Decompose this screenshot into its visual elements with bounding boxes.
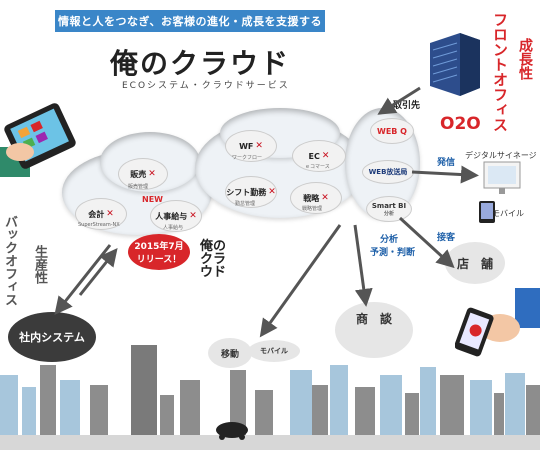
analysis-label: 分析 (380, 235, 399, 245)
phone-hand-icon (455, 288, 540, 357)
x-mark-icon: ✕ (148, 169, 156, 179)
page-subtitle: ECOシステム・クラウドサービス (122, 81, 290, 91)
service-sales-sub: 販売管理 (128, 184, 149, 190)
service-sales[interactable]: 販売✕ (118, 158, 168, 190)
digital-signage-label: デジタルサイネージ (465, 151, 537, 160)
service-accounting-name: 会計 (88, 209, 105, 219)
brand-logo: 俺のクラウド (200, 239, 227, 280)
service-shift[interactable]: シフト勤務✕ (225, 176, 277, 208)
store-bubble[interactable]: 店 舗 (445, 242, 505, 284)
service-ec[interactable]: EC✕ (292, 140, 346, 172)
service-accounting-label: 会計✕ (88, 209, 114, 220)
negotiation-bubble[interactable]: 商 談 (335, 302, 413, 358)
page-title: 俺のクラウド (110, 47, 291, 80)
service-ec-sub: ｅコマース (305, 164, 330, 170)
service-workflow[interactable]: WF✕ (225, 130, 277, 162)
smart-bi-sub: 分析 (383, 210, 394, 217)
service-web-q[interactable]: WEB Q (370, 118, 414, 144)
productivity-label: 生産性 (32, 245, 47, 284)
service-sales-name: 販売 (130, 169, 147, 179)
service-sales-label: 販売✕ (130, 169, 156, 180)
service-workflow-sub: ワークフロー (232, 155, 263, 161)
service-strategy-label: 戦略✕ (303, 193, 329, 204)
service-shift-label: シフト勤務✕ (226, 187, 276, 198)
service-shift-name: シフト勤務 (226, 187, 267, 197)
broadcast-label: 発信 (437, 158, 456, 168)
back-office-label: バックオフィス (2, 215, 17, 306)
tagline-banner: 情報と人をつなぎ、お客様の進化・成長を支援する (55, 10, 325, 32)
o2o-label: O2O (440, 114, 481, 134)
x-mark-icon: ✕ (106, 209, 114, 219)
service-strategy-name: 戦略 (303, 193, 320, 203)
tablet-hand-icon (0, 103, 76, 177)
release-text: リリース！ (136, 255, 182, 265)
service-hr-sub: 人事給与 (163, 225, 184, 231)
trading-partner-label: 取引先 (393, 101, 421, 111)
service-ec-name: EC (308, 151, 320, 161)
city-skyline (0, 345, 540, 450)
service-hr-name: 人事給与 (155, 211, 188, 221)
service-strategy-sub: 戦略管理 (302, 206, 323, 212)
service-strategy[interactable]: 戦略✕ (290, 182, 342, 214)
customer-service-label: 接客 (437, 233, 456, 243)
service-workflow-name: WF (239, 141, 254, 151)
smart-bi-label: Smart BI (371, 201, 407, 210)
growth-label: 成長性 (517, 38, 533, 80)
service-workflow-label: WF✕ (239, 141, 263, 151)
service-shift-sub: 勤怠管理 (235, 201, 256, 207)
service-hr[interactable]: 人事給与✕ (150, 200, 202, 232)
internal-system-bubble[interactable]: 社内システム (8, 312, 96, 362)
x-mark-icon: ✕ (321, 193, 329, 203)
smartphone-icon (479, 201, 495, 223)
signage-icon (483, 161, 521, 194)
service-ec-label: EC✕ (309, 151, 330, 161)
service-accounting-sub: SuperStream-NX (78, 222, 120, 228)
service-accounting[interactable]: 会計✕ (75, 198, 127, 230)
service-hr-label: 人事給与✕ (155, 211, 197, 222)
x-mark-icon: ✕ (321, 151, 330, 161)
moving-bubble[interactable]: 移動 (208, 338, 252, 368)
service-web-ad[interactable]: WEB放送局 (362, 160, 414, 184)
mobile-bubble[interactable]: モバイル (248, 340, 300, 362)
release-badge: 2015年7月 リリース！ (128, 234, 190, 270)
front-office-label: フロントオフィス (491, 12, 509, 132)
release-date: 2015年7月 (134, 242, 184, 252)
x-mark-icon: ✕ (255, 141, 263, 151)
service-smart-bi[interactable]: Smart BI 分析 (366, 196, 412, 222)
x-mark-icon: ✕ (268, 187, 276, 197)
prediction-label: 予測・判断 (370, 248, 416, 258)
new-badge: NEW (142, 195, 163, 204)
mobile-label: モバイル (492, 209, 524, 218)
x-mark-icon: ✕ (189, 211, 197, 221)
office-building-icon (430, 33, 480, 96)
